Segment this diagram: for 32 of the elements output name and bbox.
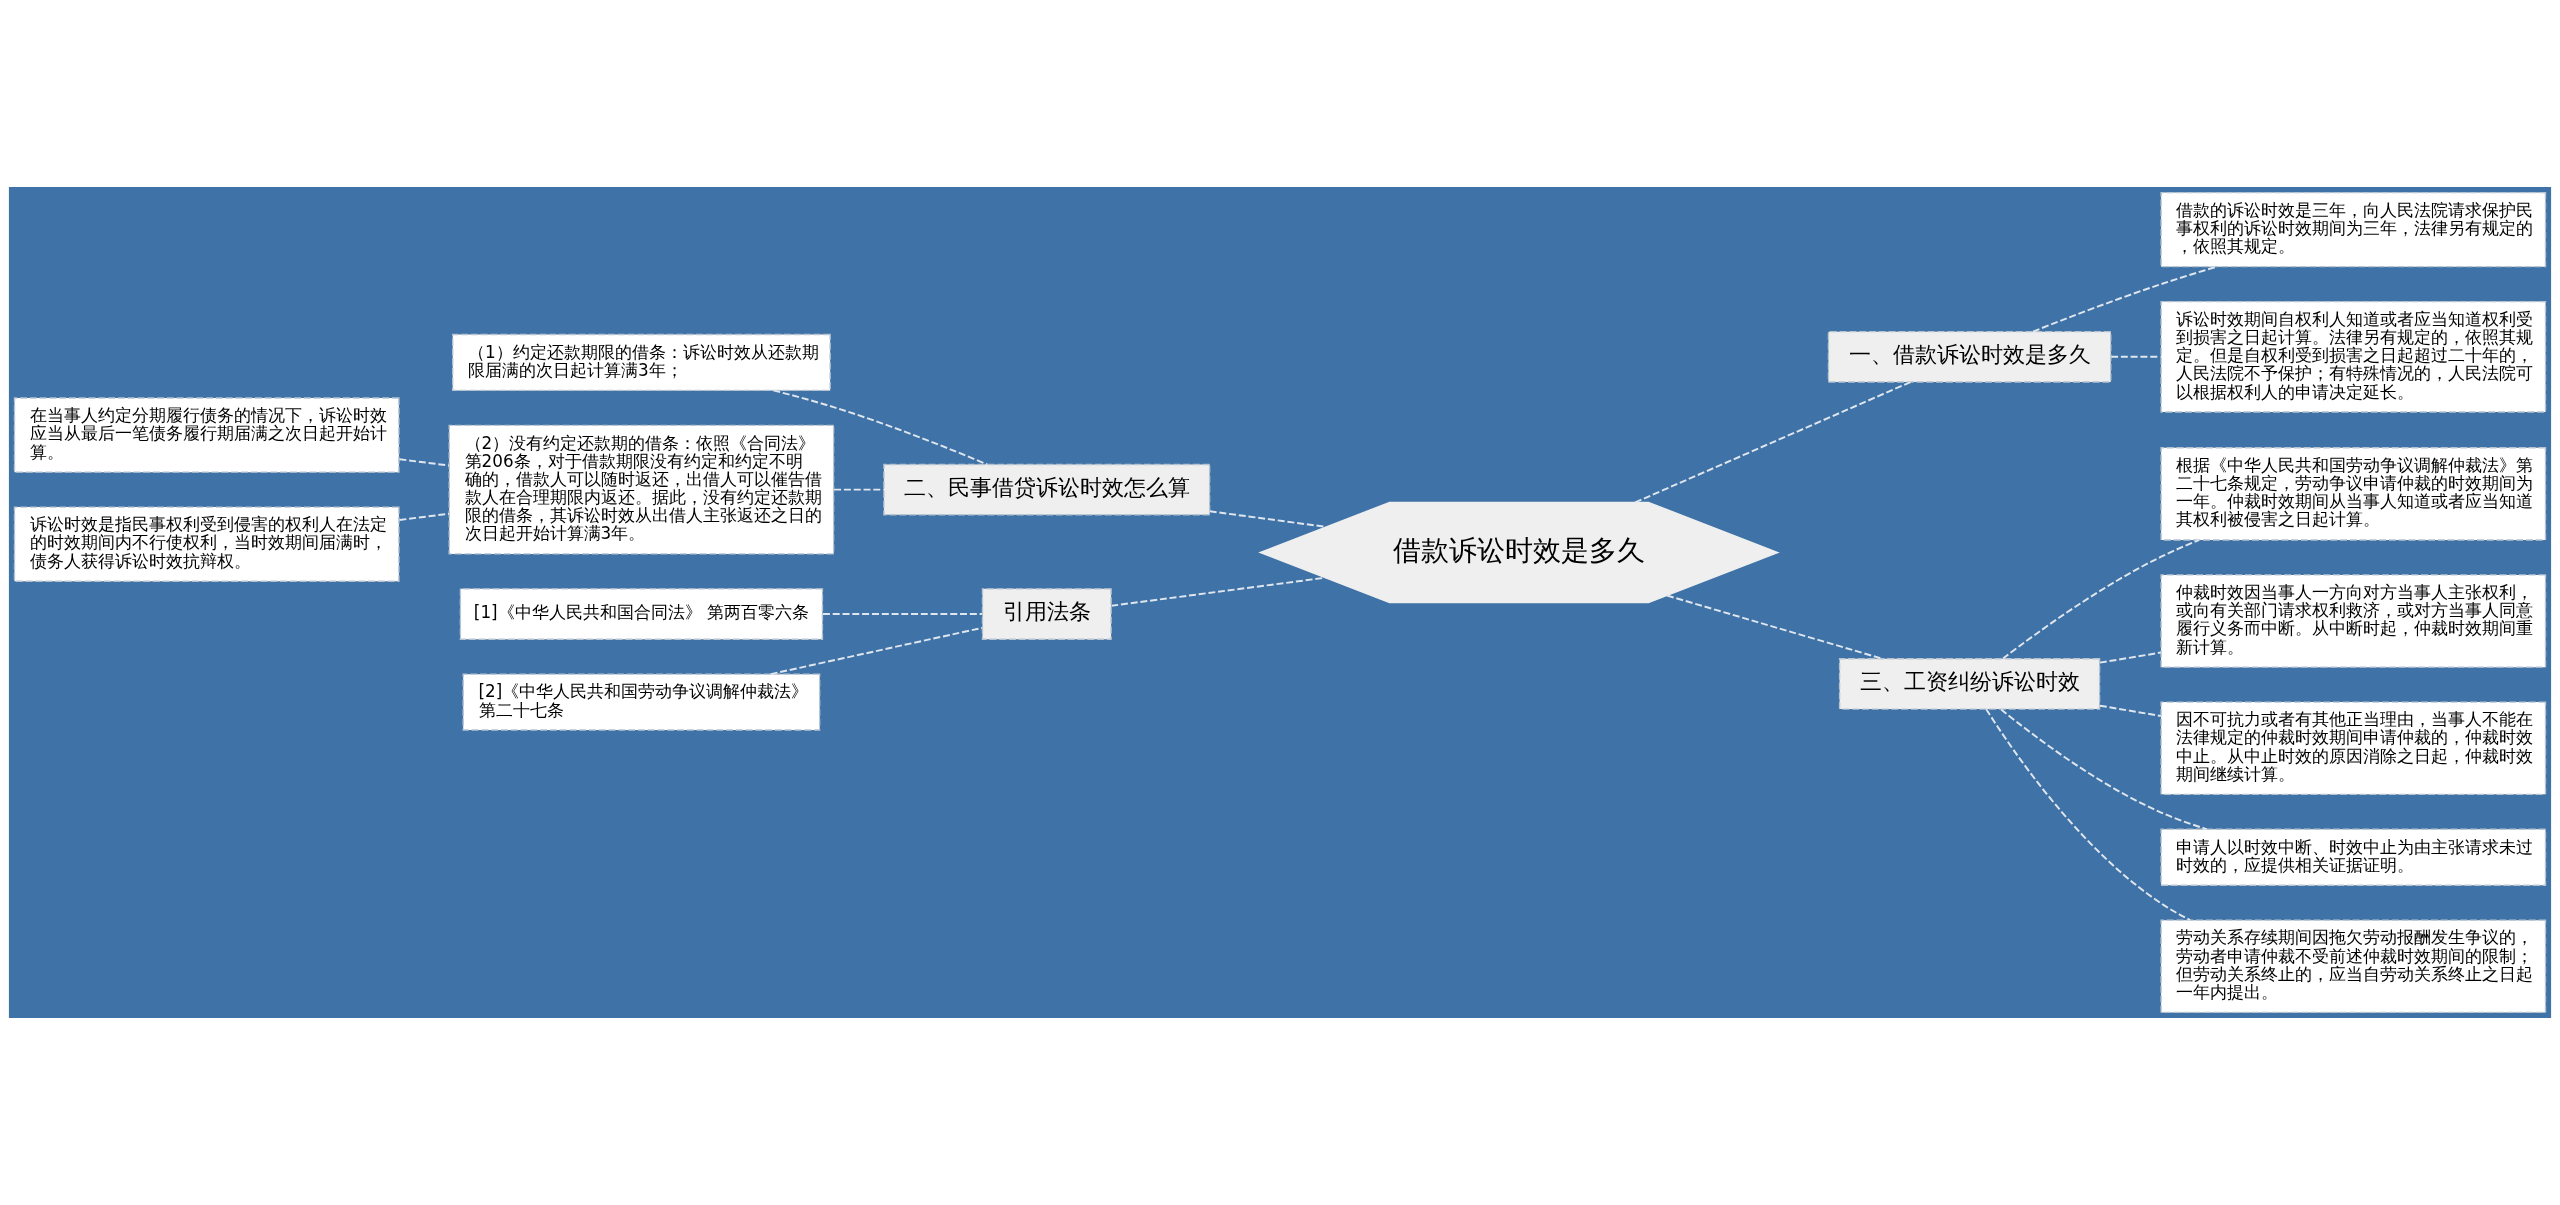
connector: [2000, 708, 2208, 831]
node-box: 借款的诉讼时效是三年，向人民法院请求保护民事权利的诉讼时效期间为三年，法律另有规定的，依照其规定。: [2160, 191, 2547, 268]
node-box: （1）约定还款期限的借条：诉讼时效从还款期限届满的次日起计算满3年；: [452, 333, 831, 392]
node-box: 诉讼时效是指民事权利受到侵害的权利人在法定的时效期间内不行使权利，当时效期间届满时，债务人获得诉讼时效抗辩权。: [13, 506, 400, 582]
node-box: （2）没有约定还款期的借条：依照《合同法》第206条，对于借款期限没有约定和约定不明确的，借款人可以随时返还，出借人可以催告借款人在合理期限内返还。据此，没有约定还款期限的借条，其诉讼时效从出借人主张返还之日的次日起开始计算满3年。: [448, 424, 835, 555]
connector: [2099, 651, 2162, 664]
node-box: 二、民事借贷诉讼时效怎么算: [883, 463, 1211, 516]
node-box: 在当事人约定分期履行债务的情况下，诉讼时效应当从最后一笔债务履行期届满之次日起开始计算。: [13, 397, 400, 473]
node-box: 诉讼时效期间自权利人知道或者应当知道权利受到损害之日起计算。法律另有规定的，依照其规定。但是自权利受到损害之日起超过二十年的，人民法院不予保护；有特殊情况的，人民法院可以根据权利人的申请决定延长。: [2160, 300, 2547, 413]
node-box: 因不可抗力或者有其他正当理由，当事人不能在法律规定的仲裁时效期间申请仲裁的，仲裁时效中止。从中止时效的原因消除之日起，仲裁时效期间继续计算。: [2160, 701, 2547, 796]
node-box: 劳动关系存续期间因拖欠劳动报酬发生争议的，劳动者申请仲裁不受前述仲裁时效期间的限制；但劳动关系终止的，应当自劳动关系终止之日起一年内提出。: [2160, 919, 2547, 1014]
connector: [2002, 539, 2200, 660]
node-box: 根据《中华人民共和国劳动争议调解仲裁法》第二十七条规定，劳动争议申请仲裁的时效期间为一年。仲裁时效期间从当事人知道或者应当知道其权利被侵害之日起计算。: [2160, 447, 2547, 541]
node-box: 仲裁时效因当事人一方向对方当事人主张权利，或向有关部门请求权利救济，或对方当事人同意履行义务而中断。从中断时起，仲裁时效期间重新计算。: [2160, 574, 2547, 668]
connector: [398, 512, 450, 521]
connector: [769, 626, 983, 676]
connector: [2099, 704, 2162, 717]
node-box: [2]《中华人民共和国劳动争议调解仲裁法》第二十七条: [462, 673, 821, 731]
connector: [772, 389, 989, 466]
node-box: [1]《中华人民共和国合同法》 第两百零六条: [459, 588, 824, 640]
node-box: 三、工资纠纷诉讼时效: [1838, 658, 2101, 710]
node-box: 一、借款诉讼时效是多久: [1827, 330, 2112, 383]
connector: [398, 458, 450, 467]
connector: [821, 613, 984, 615]
connector: [2110, 355, 2162, 358]
connector: [833, 488, 885, 491]
node-box: 引用法条: [981, 588, 1112, 640]
connector: [1666, 594, 1884, 660]
node-box: 申请人以时效中断、时效中止为由主张请求未过时效的，应提供相关证据证明。: [2160, 828, 2547, 886]
connector: [2032, 265, 2218, 333]
connector: [1634, 381, 1912, 504]
connector: [1985, 708, 2192, 922]
